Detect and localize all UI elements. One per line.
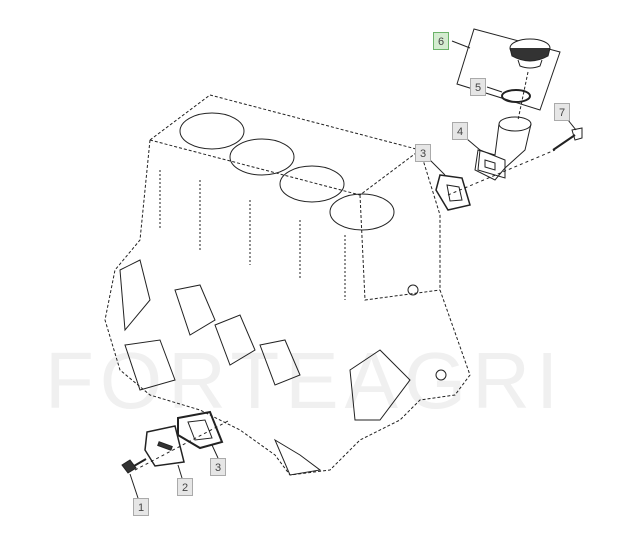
gasket-upper: [435, 174, 471, 211]
callout-3-lower[interactable]: 3: [210, 458, 226, 476]
oil-cap-assembly-frame: [456, 28, 561, 111]
cover-plate: [144, 425, 185, 467]
gasket-lower: [177, 410, 224, 450]
oil-filler-neck: [474, 116, 532, 181]
engine-block: [104, 94, 471, 476]
callout-4[interactable]: 4: [452, 122, 468, 140]
callout-7[interactable]: 7: [554, 103, 570, 121]
callout-3-upper[interactable]: 3: [415, 144, 431, 162]
callout-6[interactable]: 6: [433, 32, 449, 50]
oil-filler-cap: [509, 38, 551, 69]
plate-bolt: [121, 458, 147, 474]
callout-1[interactable]: 1: [133, 498, 149, 516]
seal-ring: [501, 89, 531, 103]
callout-2[interactable]: 2: [177, 478, 193, 496]
bolt: [552, 127, 583, 151]
callout-5[interactable]: 5: [470, 78, 486, 96]
watermark: FORTEAGRI: [45, 336, 565, 425]
